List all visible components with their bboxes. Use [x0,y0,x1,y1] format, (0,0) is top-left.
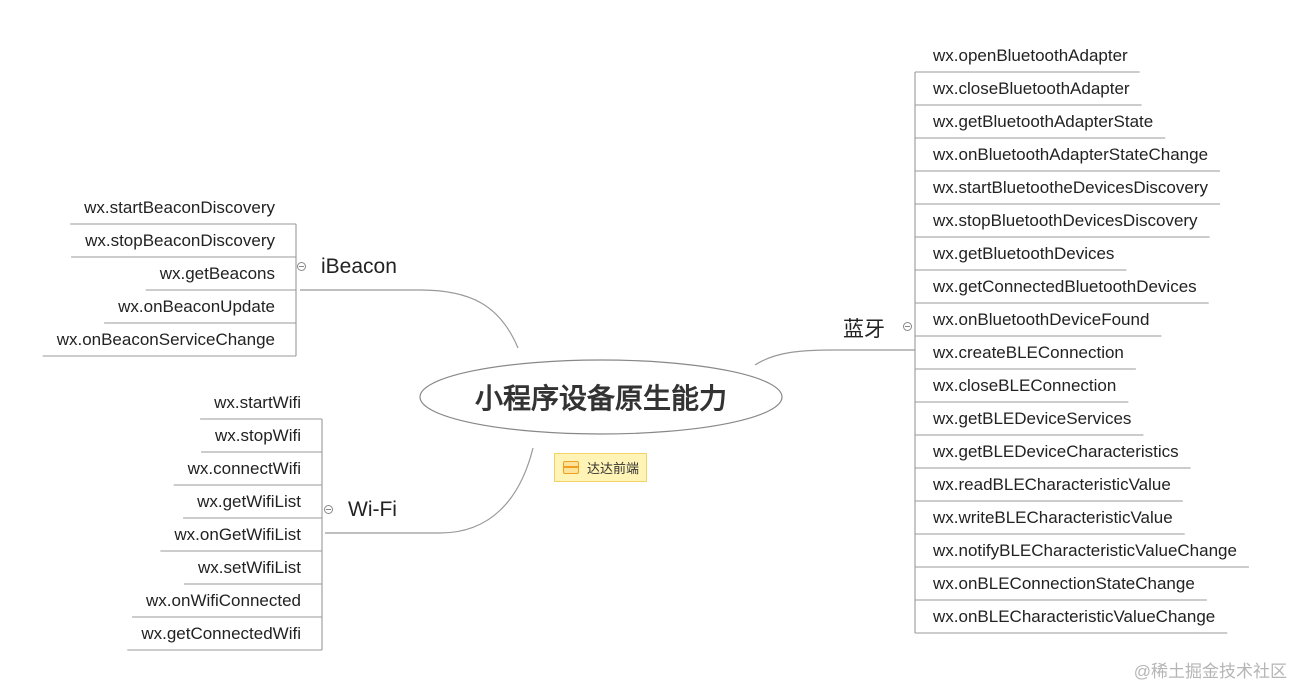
note-text: 达达前端 [587,461,640,476]
note-badge[interactable]: 达达前端 [554,453,647,482]
leaf-wifi-3[interactable]: wx.getWifiList [197,492,301,511]
collapse-toggle-wifi[interactable] [324,505,333,514]
leaf-bluetooth-14[interactable]: wx.writeBLECharacteristicValue [933,508,1173,527]
leaf-wifi-6[interactable]: wx.onWifiConnected [146,591,301,610]
watermark: @稀土掘金技术社区 [1133,662,1287,681]
central-node-title[interactable]: 小程序设备原生能力 [474,383,727,414]
leaf-bluetooth-8[interactable]: wx.onBluetoothDeviceFound [933,310,1150,329]
leaf-ibeacon-4[interactable]: wx.onBeaconServiceChange [56,330,275,349]
leaf-wifi-1[interactable]: wx.stopWifi [215,426,301,445]
leaf-bluetooth-1[interactable]: wx.closeBluetoothAdapter [933,79,1130,98]
leaf-bluetooth-17[interactable]: wx.onBLECharacteristicValueChange [933,607,1216,626]
leaf-bluetooth-5[interactable]: wx.stopBluetoothDevicesDiscovery [933,211,1198,230]
leaf-bluetooth-6[interactable]: wx.getBluetoothDevices [933,244,1115,263]
leaf-wifi-4[interactable]: wx.onGetWifiList [174,525,301,544]
central-node-ellipse[interactable] [419,359,783,435]
leaf-bluetooth-12[interactable]: wx.getBLEDeviceCharacteristics [933,442,1179,461]
leaf-bluetooth-10[interactable]: wx.closeBLEConnection [933,376,1117,395]
leaf-ibeacon-0[interactable]: wx.startBeaconDiscovery [84,198,275,217]
collapse-toggle-bluetooth[interactable] [903,322,912,331]
leaf-bluetooth-9[interactable]: wx.createBLEConnection [933,343,1124,362]
leaf-bluetooth-11[interactable]: wx.getBLEDeviceServices [933,409,1132,428]
note-icon [563,461,579,474]
branch-bluetooth-label[interactable]: 蓝牙 [843,318,885,341]
leaf-bluetooth-16[interactable]: wx.onBLEConnectionStateChange [933,574,1195,593]
leaf-bluetooth-4[interactable]: wx.startBluetootheDevicesDiscovery [933,178,1208,197]
leaf-bluetooth-2[interactable]: wx.getBluetoothAdapterState [933,112,1154,131]
leaf-wifi-0[interactable]: wx.startWifi [214,393,301,412]
leaf-bluetooth-15[interactable]: wx.notifyBLECharacteristicValueChange [933,541,1237,560]
leaf-wifi-5[interactable]: wx.setWifiList [198,558,301,577]
connector-ibeacon [300,289,519,349]
leaf-ibeacon-1[interactable]: wx.stopBeaconDiscovery [85,231,275,250]
leaf-bluetooth-3[interactable]: wx.onBluetoothAdapterStateChange [933,145,1209,164]
connector-bluetooth [754,349,915,366]
leaf-ibeacon-3[interactable]: wx.onBeaconUpdate [118,297,275,316]
leaf-wifi-7[interactable]: wx.getConnectedWifi [141,624,301,643]
branch-ibeacon-label[interactable]: iBeacon [321,255,397,278]
collapse-toggle-ibeacon[interactable] [297,262,306,271]
leaf-bluetooth-7[interactable]: wx.getConnectedBluetoothDevices [933,277,1197,296]
leaf-bluetooth-13[interactable]: wx.readBLECharacteristicValue [933,475,1171,494]
leaf-ibeacon-2[interactable]: wx.getBeacons [159,264,275,283]
branch-wifi-label[interactable]: Wi-Fi [348,498,397,521]
connector-wifi [325,447,534,534]
leaf-wifi-2[interactable]: wx.connectWifi [187,459,301,478]
leaf-bluetooth-0[interactable]: wx.openBluetoothAdapter [933,46,1128,65]
